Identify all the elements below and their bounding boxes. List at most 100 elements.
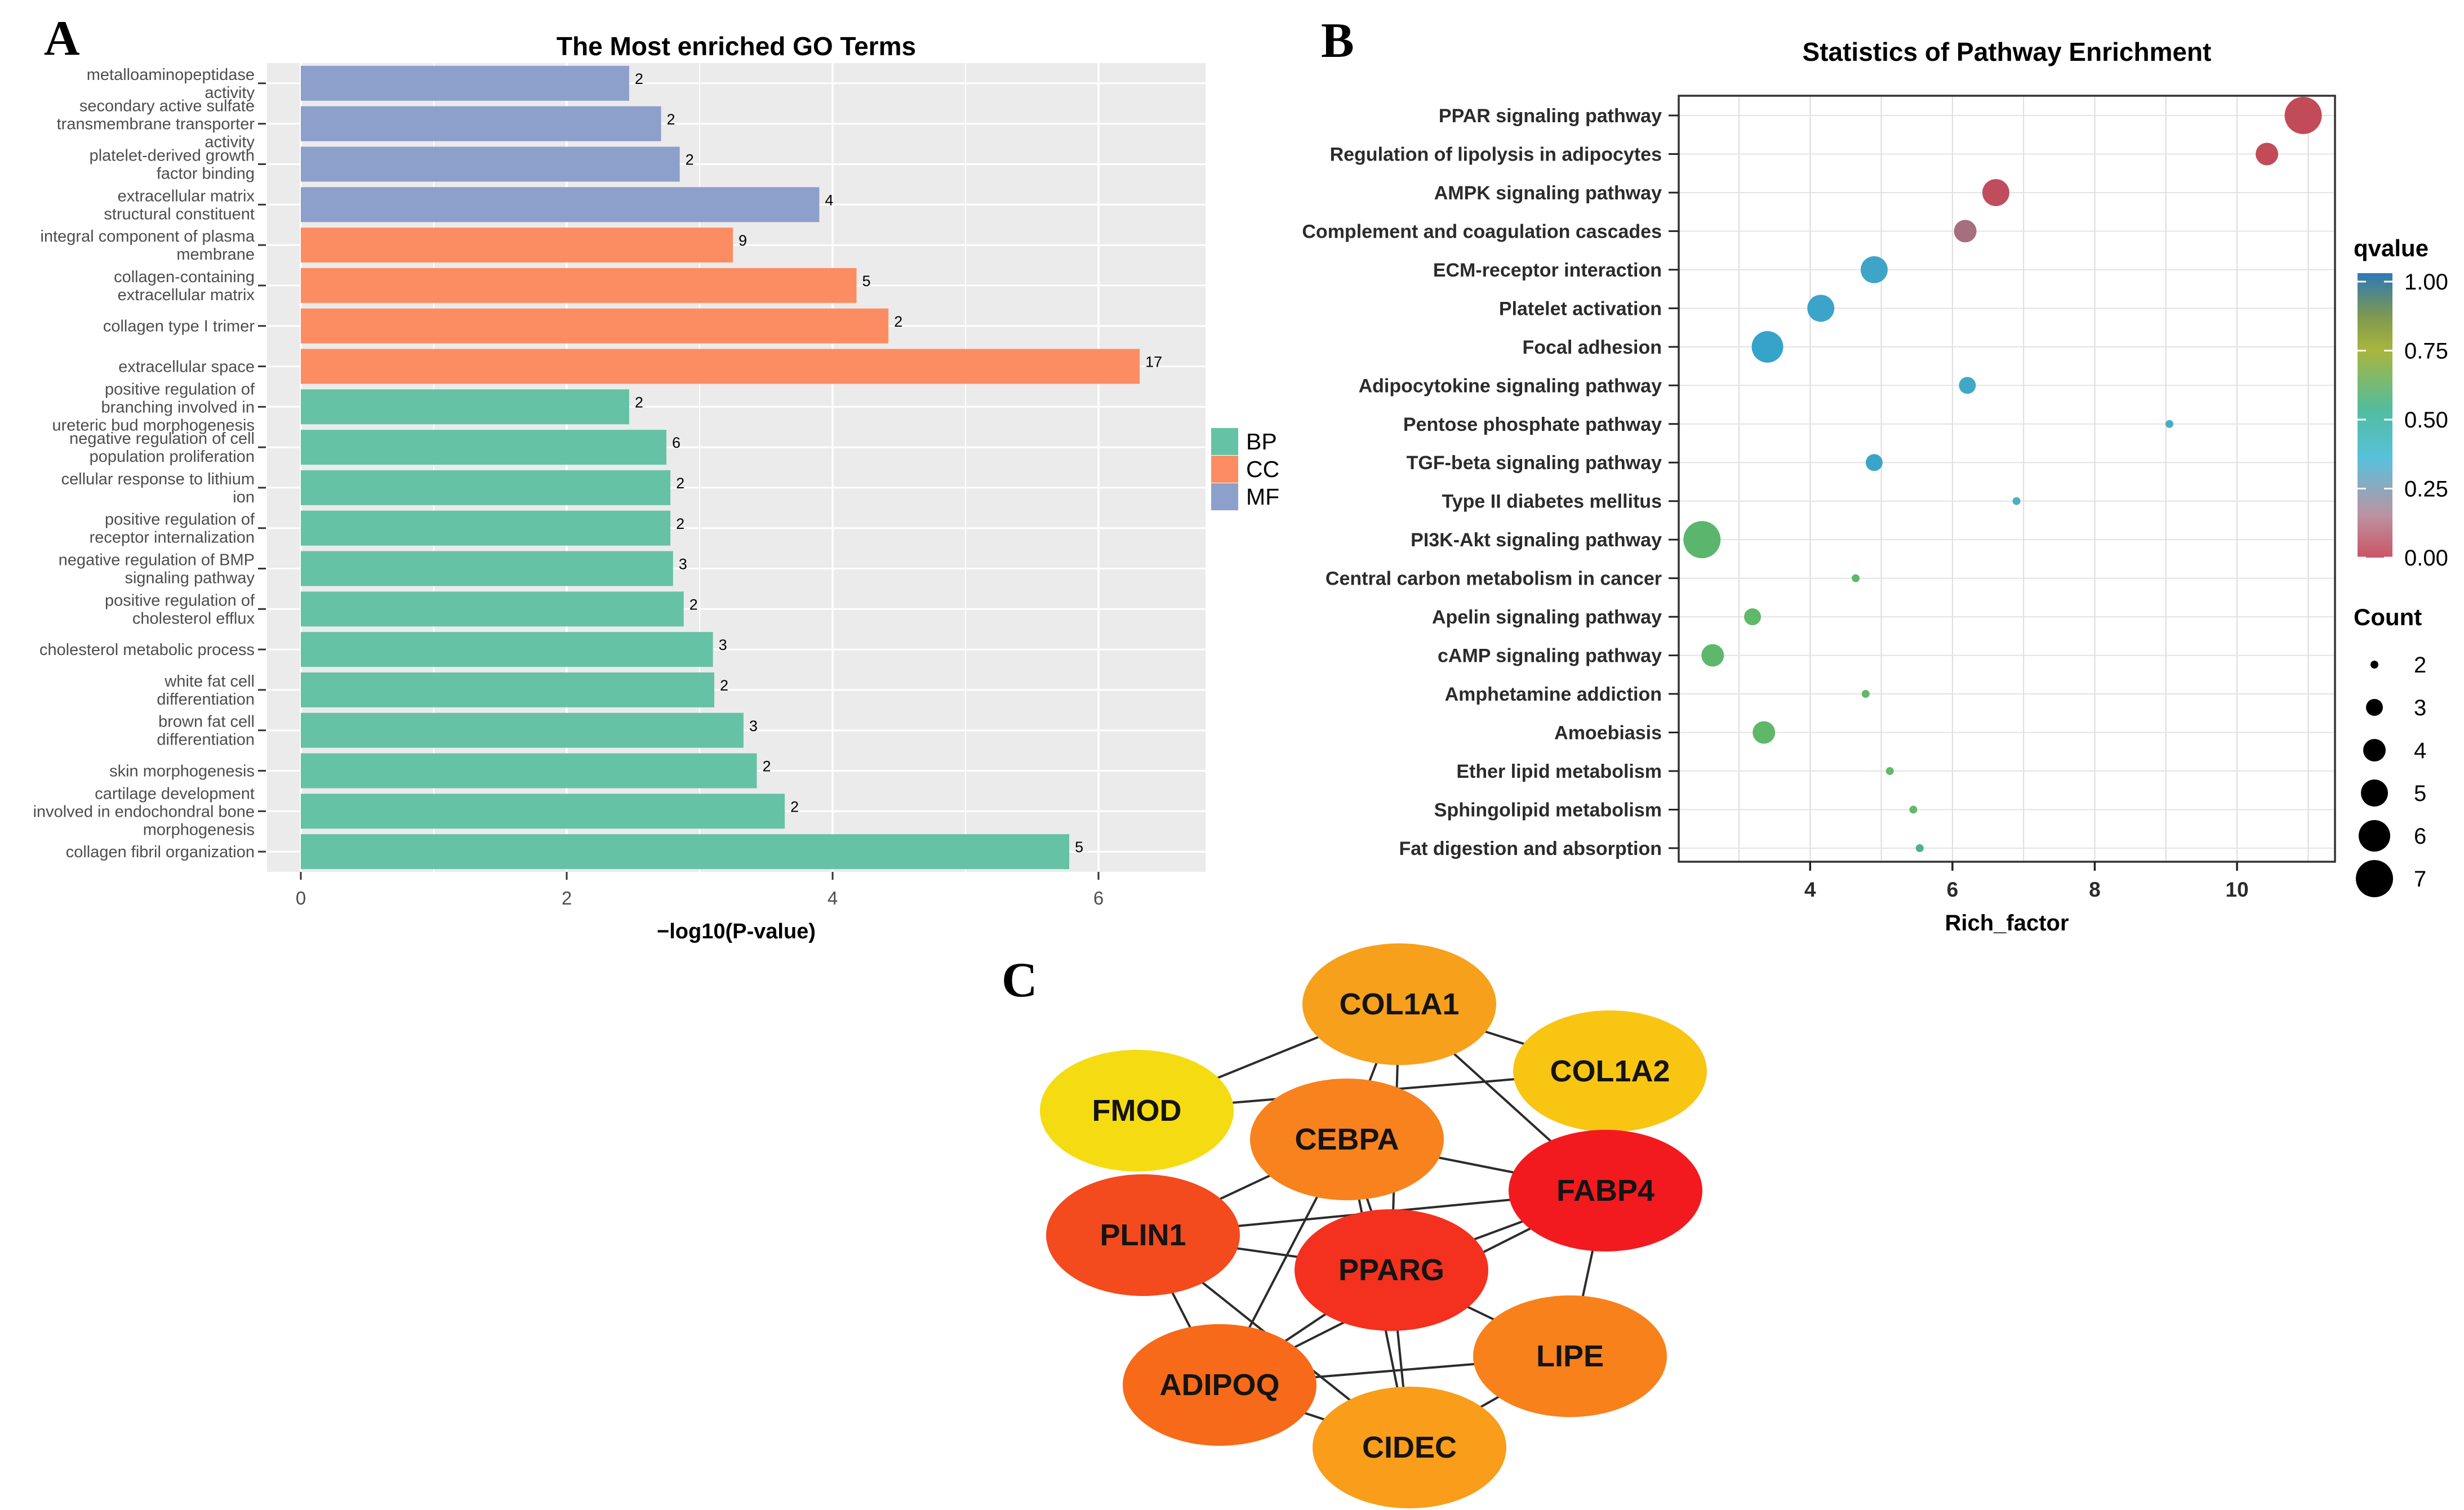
bar-count-label: 5	[862, 273, 870, 289]
gene-node-label: CIDEC	[1362, 1431, 1457, 1464]
go-term-bar	[301, 551, 673, 586]
pathway-label: cAMP signaling pathway	[1438, 645, 1662, 667]
go-term-bar	[301, 187, 820, 222]
count-legend-title: Count	[2354, 604, 2422, 630]
bar-count-label: 2	[690, 596, 698, 613]
go-term-bar	[301, 65, 629, 101]
pathway-label: Central carbon metabolism in cancer	[1326, 568, 1662, 590]
pathway-point	[1683, 521, 1721, 559]
bar-count-label: 17	[1145, 354, 1162, 371]
count-legend-label: 5	[2414, 781, 2426, 806]
count-legend-dot	[2370, 661, 2378, 669]
go-term-label: cholesterol metabolic process	[39, 641, 255, 659]
pathway-label: Regulation of lipolysis in adipocytes	[1330, 144, 1662, 165]
count-legend-dot	[2356, 860, 2393, 897]
qvalue-legend-title: qvalue	[2354, 235, 2429, 261]
legend-label: MF	[1246, 484, 1279, 510]
legend-swatch-cc	[1211, 456, 1238, 483]
bar-count-label: 2	[676, 515, 684, 532]
gene-node-label: LIPE	[1536, 1339, 1604, 1373]
pathway-point	[2165, 420, 2174, 428]
bar-count-label: 2	[720, 677, 728, 694]
pathway-label: PI3K-Akt signaling pathway	[1411, 529, 1662, 551]
pathway-point	[1751, 331, 1783, 363]
gene-node-label: FMOD	[1092, 1094, 1182, 1128]
count-legend-label: 3	[2414, 696, 2426, 720]
pathway-point	[1861, 690, 1870, 698]
gene-node-fabp4	[1509, 1130, 1702, 1251]
pathway-label: TGF-beta signaling pathway	[1407, 452, 1662, 474]
go-term-bar	[301, 672, 714, 707]
pathway-label: Adipocytokine signaling pathway	[1359, 375, 1662, 397]
gene-node-cidec	[1313, 1387, 1506, 1508]
qvalue-tick-label: 0.75	[2404, 339, 2448, 364]
x-tick-label: 6	[1093, 888, 1104, 908]
go-term-bar	[301, 510, 671, 546]
gene-node-fmod	[1040, 1050, 1234, 1172]
gene-node-cebpa	[1250, 1079, 1444, 1200]
gene-node-label: COL1A1	[1339, 987, 1459, 1021]
go-term-bar	[301, 591, 684, 627]
qvalue-gradient-bar	[2358, 273, 2392, 558]
pathway-label: Fat digestion and absorption	[1399, 838, 1662, 859]
gene-node-plin1	[1046, 1174, 1240, 1296]
bar-count-label: 3	[749, 718, 758, 734]
gene-node-pparg	[1295, 1209, 1488, 1331]
pathway-point	[1852, 574, 1860, 582]
pathway-point	[2012, 497, 2021, 505]
count-legend-label: 4	[2414, 738, 2426, 763]
bar-count-label: 3	[679, 556, 687, 573]
count-legend-label: 2	[2414, 653, 2426, 678]
pathway-point	[1860, 256, 1888, 283]
panel-a-label: A	[44, 11, 80, 66]
go-term-bar	[301, 308, 889, 344]
qvalue-tick-label: 0.25	[2404, 477, 2448, 502]
go-term-bar	[301, 389, 629, 425]
gene-node-label: ADIPOQ	[1159, 1368, 1279, 1402]
go-term-bar	[301, 470, 671, 505]
gene-node-adipoq	[1123, 1324, 1316, 1446]
go-term-bar	[301, 268, 857, 303]
pathway-point	[1909, 805, 1918, 814]
legend-label: BP	[1246, 429, 1277, 455]
go-term-bar	[301, 712, 744, 748]
pathway-point	[1954, 220, 1977, 243]
go-term-bar	[301, 349, 1140, 384]
legend-label: CC	[1246, 456, 1279, 482]
legend-swatch-mf	[1211, 483, 1238, 510]
bar-count-label: 6	[672, 434, 681, 451]
pathway-point	[1865, 454, 1883, 471]
pathway-point	[1744, 608, 1761, 626]
chart-b-title: Statistics of Pathway Enrichment	[1803, 37, 2212, 66]
pathway-label: Amoebiasis	[1554, 723, 1662, 744]
x-axis-title: −log10(P-value)	[657, 920, 816, 943]
pathway-point	[2284, 97, 2322, 134]
go-term-bar	[301, 794, 785, 829]
go-term-bar	[301, 106, 661, 141]
go-term-bar	[301, 146, 680, 182]
bar-count-label: 2	[667, 111, 675, 128]
count-legend-dot	[2361, 780, 2388, 807]
pathway-point	[1959, 377, 1976, 394]
plot-background	[1679, 96, 2335, 862]
pathway-label: Pentose phosphate pathway	[1403, 414, 1662, 435]
pathway-label: Complement and coagulation cascades	[1302, 221, 1662, 242]
count-legend-label: 6	[2414, 824, 2426, 849]
x-tick-label: 2	[562, 888, 572, 908]
x-axis-title: Rich_factor	[1945, 911, 2069, 936]
pathway-label: Platelet activation	[1499, 298, 1662, 319]
gene-node-col1a2	[1513, 1010, 1707, 1132]
pathway-label: Type II diabetes mellitus	[1442, 491, 1662, 513]
bar-count-label: 5	[1075, 839, 1083, 856]
pathway-label: Sphingolipid metabolism	[1434, 799, 1662, 821]
